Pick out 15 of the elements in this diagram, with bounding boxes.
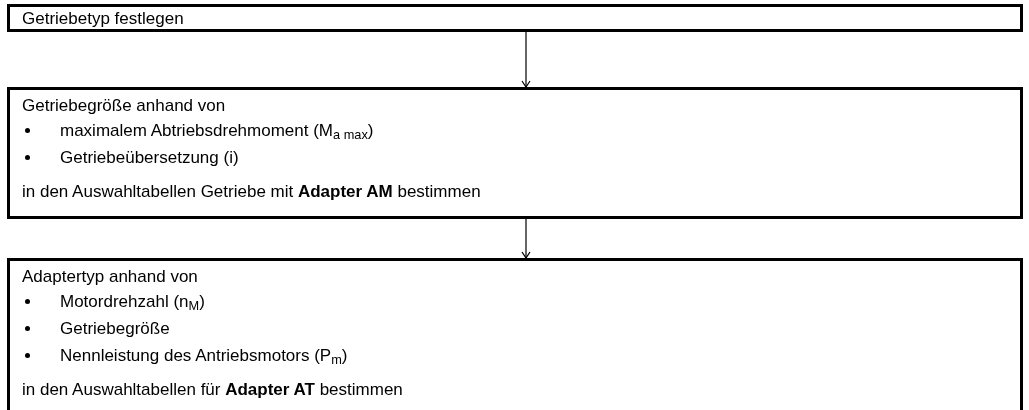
process-box [7, 87, 1023, 219]
instruction-text: in den Auswahltabellen Getriebe mit Adapter AM bestimmen [22, 181, 482, 203]
list-item: Getriebeübersetzung (i) [60, 146, 239, 169]
list-item: maximalem Abtriebsdrehmoment (M$_{a max}$) [60, 119, 374, 142]
heading-text: Getriebegröße anhand von [22, 95, 227, 117]
process-box [7, 258, 1023, 410]
list-item: Nennleistung des Antriebsmotors (P$_{m}$) [60, 344, 348, 367]
list-item: Getriebegröße [60, 317, 170, 340]
arrow [521, 218, 531, 259]
list-item: Motordrehzahl (n$_{M}$) [60, 290, 205, 313]
heading-text: Adaptertyp anhand von [22, 266, 199, 288]
heading-text: Getriebetyp festlegen [22, 8, 185, 30]
process-box [7, 4, 1023, 32]
arrow [521, 31, 531, 88]
instruction-text: in den Auswahltabellen für Adapter AT bestimmen [22, 379, 404, 401]
